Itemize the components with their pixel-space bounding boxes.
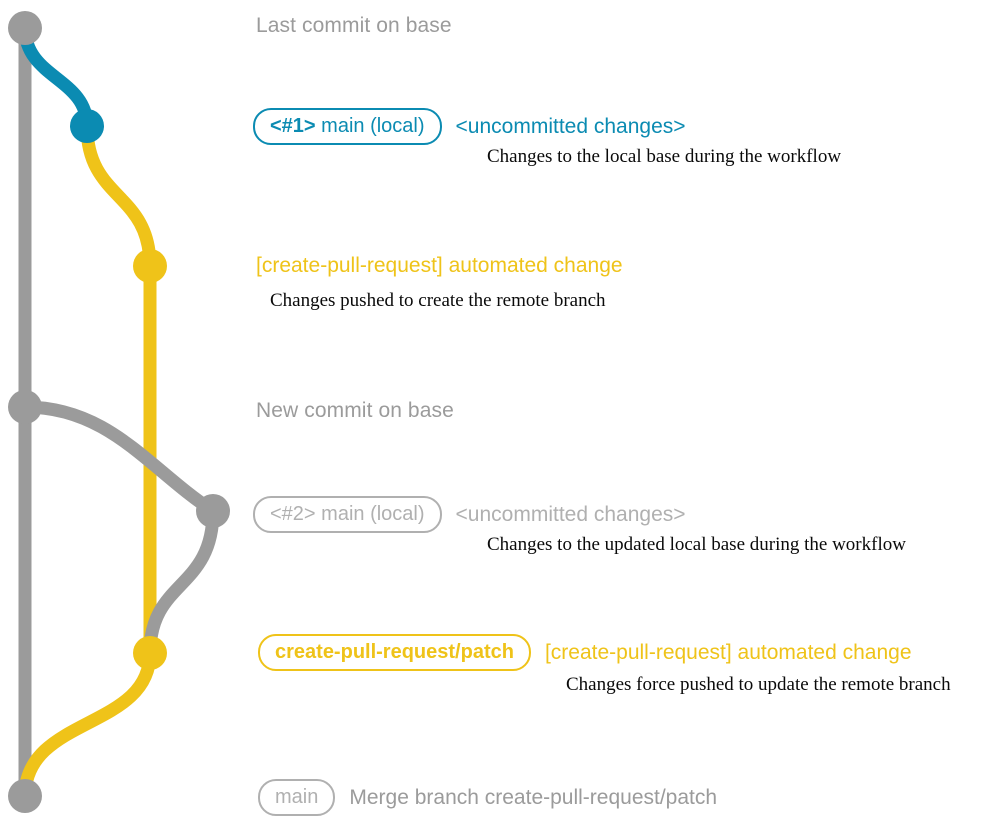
commit-subject-local-1: <uncommitted changes>	[455, 114, 686, 138]
heading-label: Last commit on base	[256, 14, 452, 37]
commit-subject-local-2: <uncommitted changes>	[455, 502, 686, 526]
badge-branch-2: main (local)	[315, 503, 425, 525]
commit-subject-automated-1: [create-pull-request] automated change	[256, 254, 623, 277]
badge-main-local-1[interactable]: <#1> main (local)	[253, 108, 442, 145]
commit-subject-automated-2: [create-pull-request] automated change	[544, 640, 912, 664]
row-last-commit-on-base: Last commit on base	[256, 14, 452, 38]
badge-number-2: <#2>	[270, 503, 316, 525]
badge-main-local-2[interactable]: <#2> main (local)	[253, 496, 442, 533]
note-local-1: Changes to the local base during the wor…	[487, 146, 842, 167]
commit-subject-merge: Merge branch create-pull-request/patch	[349, 785, 718, 809]
note-automated-2: Changes force pushed to update the remot…	[566, 674, 951, 695]
badge-branch-1: main (local)	[315, 115, 425, 137]
badge-number-1: <#1>	[270, 115, 316, 137]
note-local-2: Changes to the updated local base during…	[487, 534, 906, 555]
heading-label-2: New commit on base	[256, 399, 454, 422]
row-automated-change-2: create-pull-request/patch [create-pull-r…	[258, 634, 912, 671]
row-automated-change-1: [create-pull-request] automated change	[256, 254, 623, 278]
row-local-commit-2: <#2> main (local) <uncommitted changes>	[253, 496, 686, 533]
row-new-commit-on-base: New commit on base	[256, 399, 454, 423]
row-merge-commit: main Merge branch create-pull-request/pa…	[258, 779, 717, 816]
badge-main[interactable]: main	[258, 779, 336, 816]
badge-create-pull-request-patch[interactable]: create-pull-request/patch	[258, 634, 531, 671]
row-local-commit-1: <#1> main (local) <uncommitted changes>	[253, 108, 686, 145]
note-automated-1: Changes pushed to create the remote bran…	[270, 290, 606, 311]
